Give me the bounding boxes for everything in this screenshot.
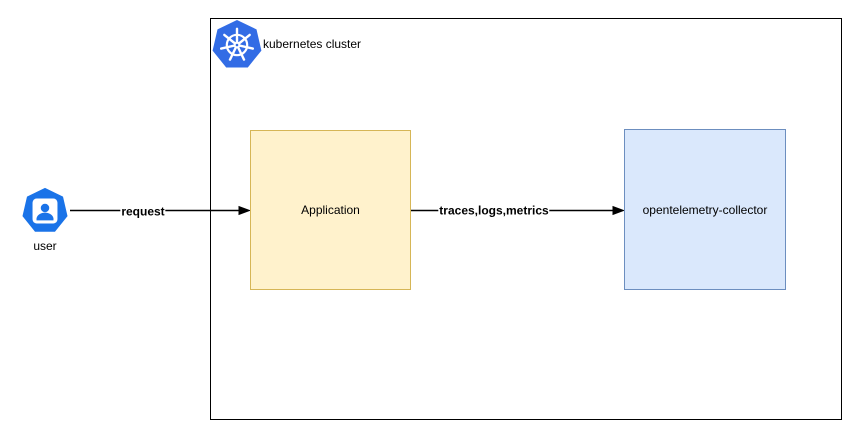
telemetry-edge-label: traces,logs,metrics <box>438 203 550 218</box>
user-label: user <box>33 239 57 253</box>
kubernetes-cluster-label: kubernetes cluster <box>263 37 362 51</box>
request-edge-label: request <box>120 204 166 219</box>
user-icon <box>21 187 69 235</box>
collector-label: opentelemetry-collector <box>642 202 768 217</box>
kubernetes-icon <box>211 19 263 71</box>
application-label: Application <box>301 203 360 217</box>
application-node: Application <box>250 130 411 290</box>
kubernetes-cluster-boundary <box>210 18 842 420</box>
collector-node: opentelemetry-collector <box>624 129 786 290</box>
